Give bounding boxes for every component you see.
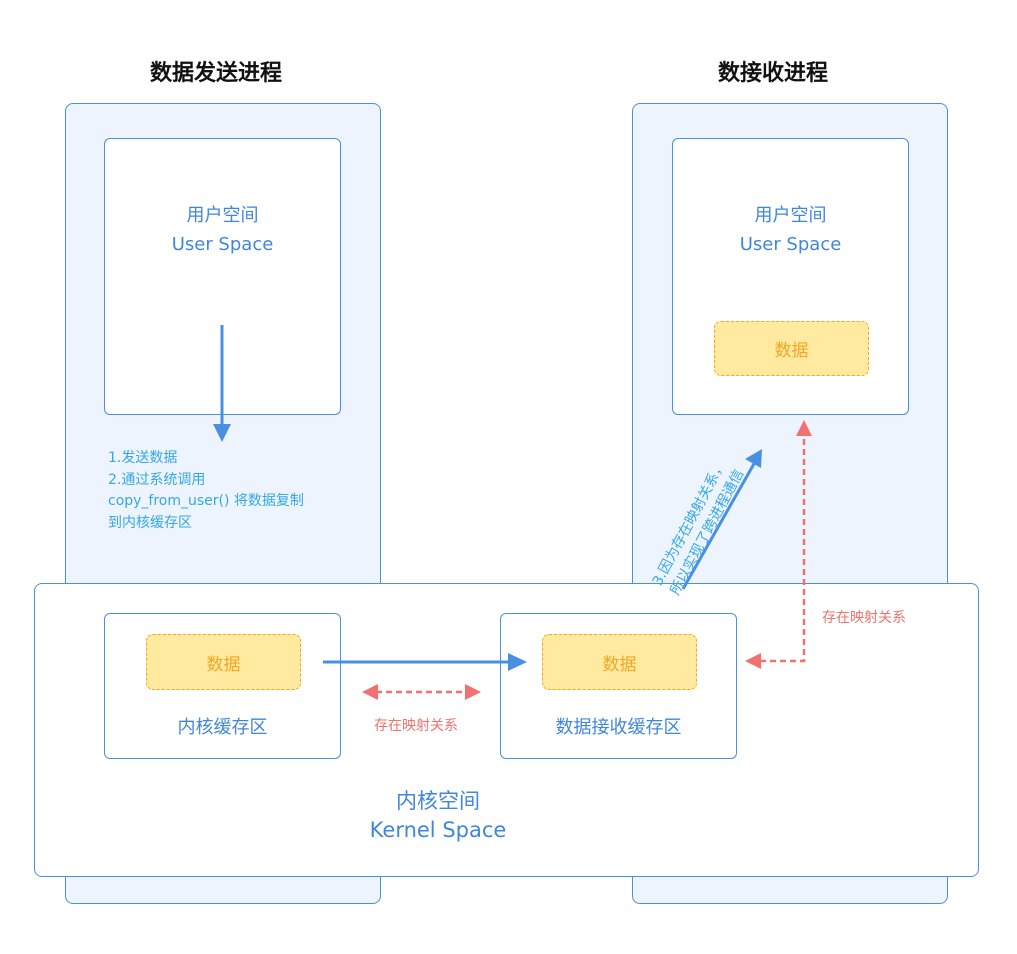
sender-note-line-4: 到内核缓存区 [108,514,192,531]
mapping-l-arrow [745,420,812,669]
kernel-space-en: Kernel Space [369,818,507,842]
receive-buffer-box: 数据 数据接收缓存区 [500,613,737,759]
receiver-process-title: 数接收进程 [718,61,829,86]
sender-note-line-3: copy_from_user() 将数据复制 [108,493,304,509]
mapping-double-arrow [362,684,481,700]
sender-user-space-cn: 用户空间 [186,205,259,226]
receiver-user-data-box: 数据 [714,321,869,376]
receiver-user-space-en: User Space [739,234,842,255]
receive-buffer-data-box: 数据 [542,634,697,690]
kernel-buffer-data-box: 数据 [146,634,301,690]
kernel-transfer-arrow [323,653,527,671]
kernel-buffer-label: 内核缓存区 [177,717,268,738]
kernel-buffer-box: 数据 内核缓存区 [104,613,341,759]
kernel-space-cn: 内核空间 [396,789,480,813]
sender-process-title: 数据发送进程 [150,61,283,86]
sender-user-space-en: User Space [171,234,274,255]
mapping-label-middle: 存在映射关系 [374,718,458,734]
mapping-label-right: 存在映射关系 [822,610,906,626]
sender-note-line-1: 1.发送数据 [108,450,178,466]
sender-note-line-2: 2.通过系统调用 [108,471,206,488]
receive-buffer-label: 数据接收缓存区 [555,717,682,738]
ipc-diagonal-arrow [681,449,762,590]
sender-note: 1.发送数据 2.通过系统调用 copy_from_user() 将数据复制 到… [108,448,304,534]
receiver-user-space-box: 用户空间 User Space 数据 [672,138,909,415]
send-down-arrow [213,325,231,442]
receiver-user-space-cn: 用户空间 [754,205,827,226]
